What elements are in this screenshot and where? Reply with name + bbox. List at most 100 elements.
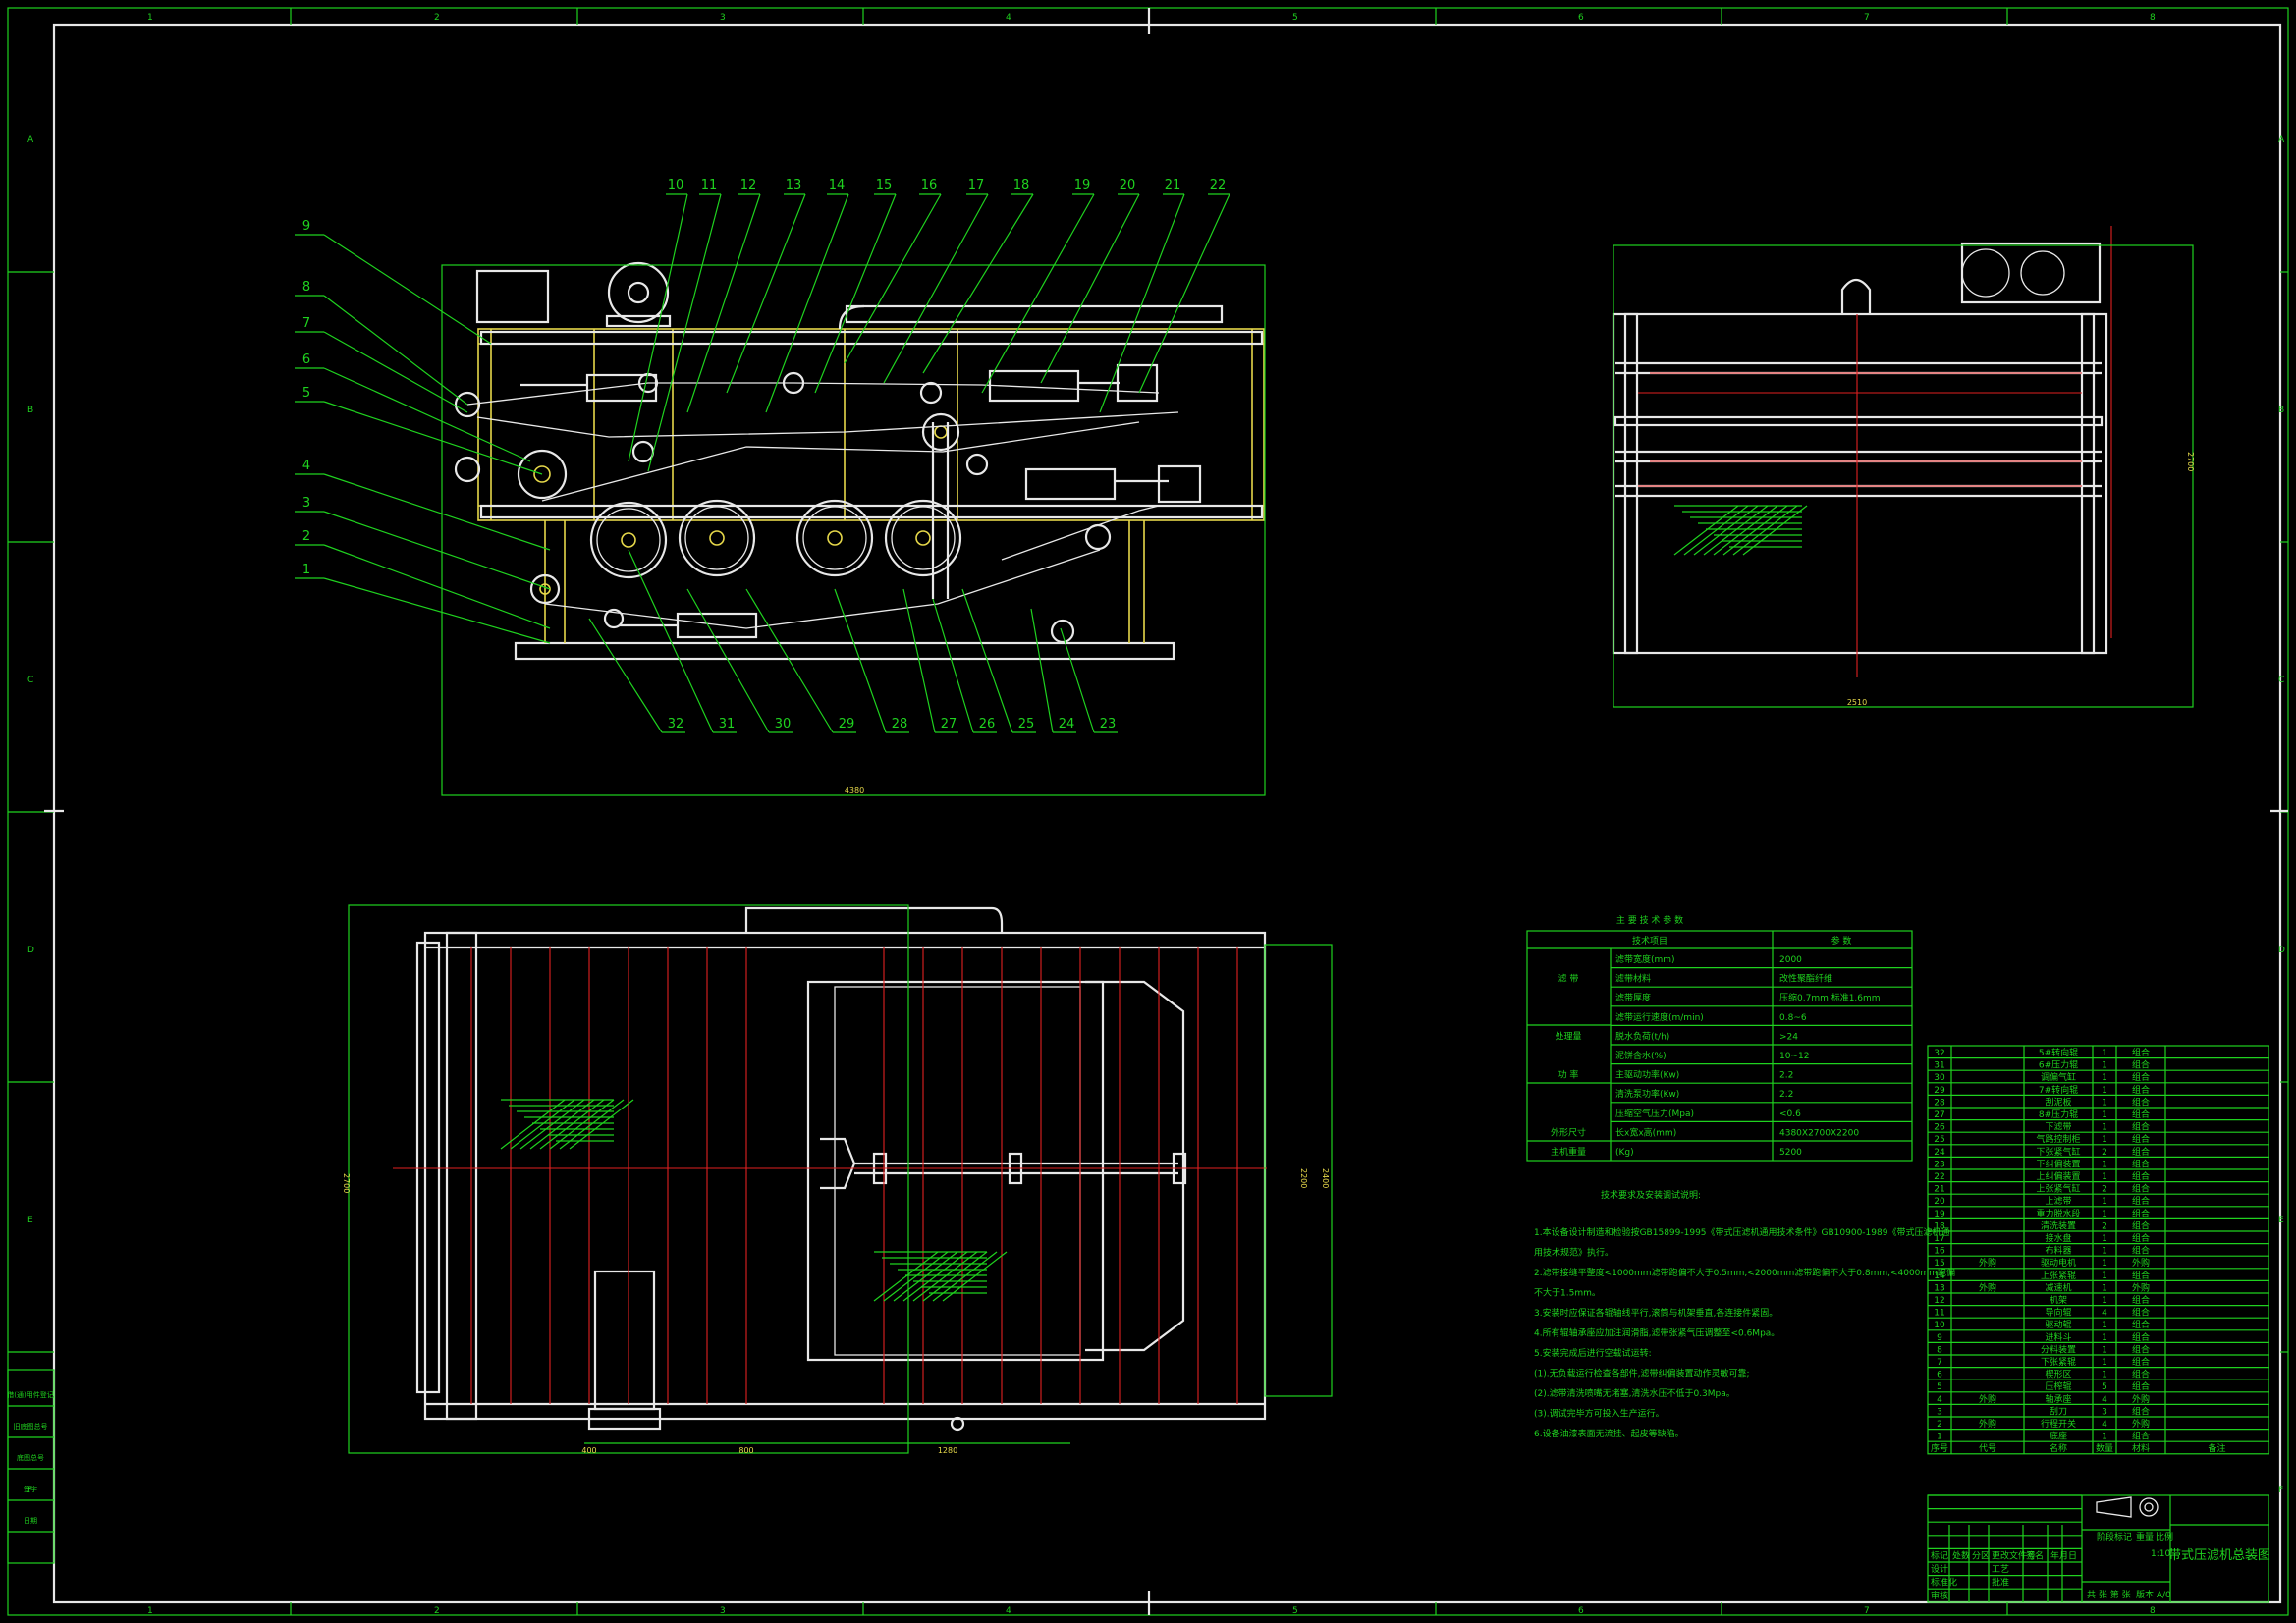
bom-cell: 外购 bbox=[1979, 1393, 1996, 1405]
balloon-top: 14 bbox=[829, 178, 846, 192]
bom-cell: 组合 bbox=[2132, 1431, 2150, 1442]
column-label-top: 1 bbox=[147, 13, 153, 23]
bom-header: 序号 bbox=[1931, 1442, 1948, 1454]
bom-cell: 导向辊 bbox=[2045, 1307, 2071, 1319]
side-dim-height: 2700 bbox=[2186, 452, 2195, 471]
leader-line bbox=[323, 367, 531, 462]
top-dim-right bbox=[1264, 944, 1333, 1397]
sidebar-label: 旧底图总号 bbox=[14, 1422, 48, 1431]
dimension-width: 4380 bbox=[845, 786, 864, 795]
note-line: 6.设备油漆表面无流挂、起皮等缺陷。 bbox=[1534, 1428, 1684, 1439]
bom-cell: 1 bbox=[2102, 1283, 2107, 1293]
bom-cell: 组合 bbox=[2132, 1121, 2150, 1133]
hatch bbox=[1693, 505, 1759, 556]
base bbox=[514, 641, 1175, 661]
roller-hub bbox=[934, 425, 948, 439]
hatch bbox=[539, 1099, 605, 1150]
spec-item: (Kg) bbox=[1615, 1148, 1634, 1158]
projection-symbol-circle bbox=[2144, 1502, 2154, 1512]
column-label-bottom: 7 bbox=[1864, 1606, 1870, 1616]
spec-item: 滤带材料 bbox=[1615, 973, 1651, 985]
spec-item: 泥饼含水(%) bbox=[1615, 1050, 1667, 1061]
column-label-bottom: 4 bbox=[1006, 1606, 1011, 1616]
scale-label: 比例 bbox=[2156, 1531, 2173, 1542]
press-roller-hub bbox=[827, 530, 843, 546]
leader-line bbox=[323, 544, 551, 629]
leader-line bbox=[686, 193, 761, 413]
bom-cell: 26 bbox=[1934, 1123, 1945, 1133]
top-dim-bottom: 400 bbox=[581, 1446, 596, 1455]
hatch bbox=[510, 1099, 575, 1150]
bom-cell: 外购 bbox=[2132, 1418, 2150, 1430]
bom-cell: 组合 bbox=[2132, 1158, 2150, 1169]
sidebar-label: 签字 bbox=[24, 1485, 37, 1493]
leader-line bbox=[323, 331, 468, 413]
bom-cell: 1 bbox=[2102, 1296, 2107, 1306]
press-roller-inner bbox=[891, 506, 956, 570]
bom-header: 材料 bbox=[2132, 1442, 2150, 1454]
column-label-bottom: 8 bbox=[2150, 1606, 2156, 1616]
balloon-bottom: 25 bbox=[1018, 717, 1035, 731]
balloon-left: 2 bbox=[302, 529, 310, 544]
bom-cell: 5 bbox=[1937, 1382, 1942, 1392]
leader-line bbox=[323, 234, 492, 345]
leader-line bbox=[1099, 193, 1185, 413]
balloon-bottom: 23 bbox=[1100, 717, 1117, 731]
column-label-top: 8 bbox=[2150, 13, 2156, 23]
tension-roller bbox=[921, 412, 960, 452]
bom-cell: 3 bbox=[2102, 1407, 2107, 1417]
bom-cell: 上纠偏装置 bbox=[2036, 1170, 2080, 1182]
guide-roller bbox=[454, 391, 481, 418]
bom-cell: 1 bbox=[2102, 1098, 2107, 1108]
column-label-top: 6 bbox=[1578, 13, 1584, 23]
bom-cell: 4 bbox=[2102, 1420, 2107, 1430]
bom-cell: 组合 bbox=[2132, 1405, 2150, 1417]
bom-cell: 外购 bbox=[1979, 1281, 1996, 1293]
balloon-top: 15 bbox=[876, 178, 893, 192]
leader-line bbox=[932, 598, 974, 733]
outer-border bbox=[7, 7, 2289, 1616]
press-roller-hub bbox=[915, 530, 931, 546]
hatch bbox=[893, 1251, 958, 1302]
column-label-bottom: 2 bbox=[434, 1606, 440, 1616]
leader-line bbox=[961, 588, 1013, 733]
bom-cell: 29 bbox=[1934, 1086, 1945, 1096]
spec-title: 主 要 技 术 参 数 bbox=[1616, 914, 1683, 926]
bom-cell: 2 bbox=[1937, 1420, 1942, 1430]
side-inlet bbox=[1840, 278, 1872, 314]
lower-belt bbox=[541, 421, 1140, 502]
bom-border bbox=[1927, 1045, 2269, 1455]
row-label-left: F bbox=[27, 1486, 32, 1495]
leader-line bbox=[323, 401, 543, 475]
note-line: (3).调试完毕方可投入生产运行。 bbox=[1534, 1408, 1665, 1420]
bom-cell: 16 bbox=[1934, 1247, 1945, 1257]
bom-cell: 4 bbox=[2102, 1309, 2107, 1319]
bom-cell: 楔形区 bbox=[2045, 1369, 2071, 1380]
title-label: 审核 bbox=[1931, 1590, 1948, 1601]
stage-label: 阶段标记 bbox=[2097, 1531, 2132, 1542]
leader-line bbox=[765, 193, 849, 413]
leader-line bbox=[1040, 193, 1140, 384]
bom-cell: 2 bbox=[2102, 1148, 2107, 1158]
bom-cell: 1 bbox=[2102, 1247, 2107, 1257]
bom-header: 名称 bbox=[2050, 1442, 2067, 1454]
bom-cell: 调偏气缸 bbox=[2041, 1071, 2076, 1083]
bom-cell: 21 bbox=[1934, 1185, 1944, 1195]
column-label-bottom: 6 bbox=[1578, 1606, 1584, 1616]
balloon-top: 11 bbox=[701, 178, 718, 192]
version-label: 版本 A/0 bbox=[2136, 1589, 2171, 1600]
bom-cell: 5#转向辊 bbox=[2039, 1047, 2078, 1058]
bom-cell: 外购 bbox=[1979, 1418, 1996, 1430]
spec-value: 0.8~6 bbox=[1779, 1013, 1807, 1023]
spec-value: 5200 bbox=[1779, 1148, 1802, 1158]
column-label-bottom: 3 bbox=[720, 1606, 726, 1616]
bom-cell: 3 bbox=[1937, 1407, 1942, 1417]
column-label-top: 2 bbox=[434, 13, 440, 23]
spec-value: 10~12 bbox=[1779, 1052, 1809, 1061]
press-roller-inner bbox=[684, 506, 749, 570]
bom-cell: 10 bbox=[1934, 1321, 1945, 1330]
inner-border bbox=[52, 23, 2282, 1604]
